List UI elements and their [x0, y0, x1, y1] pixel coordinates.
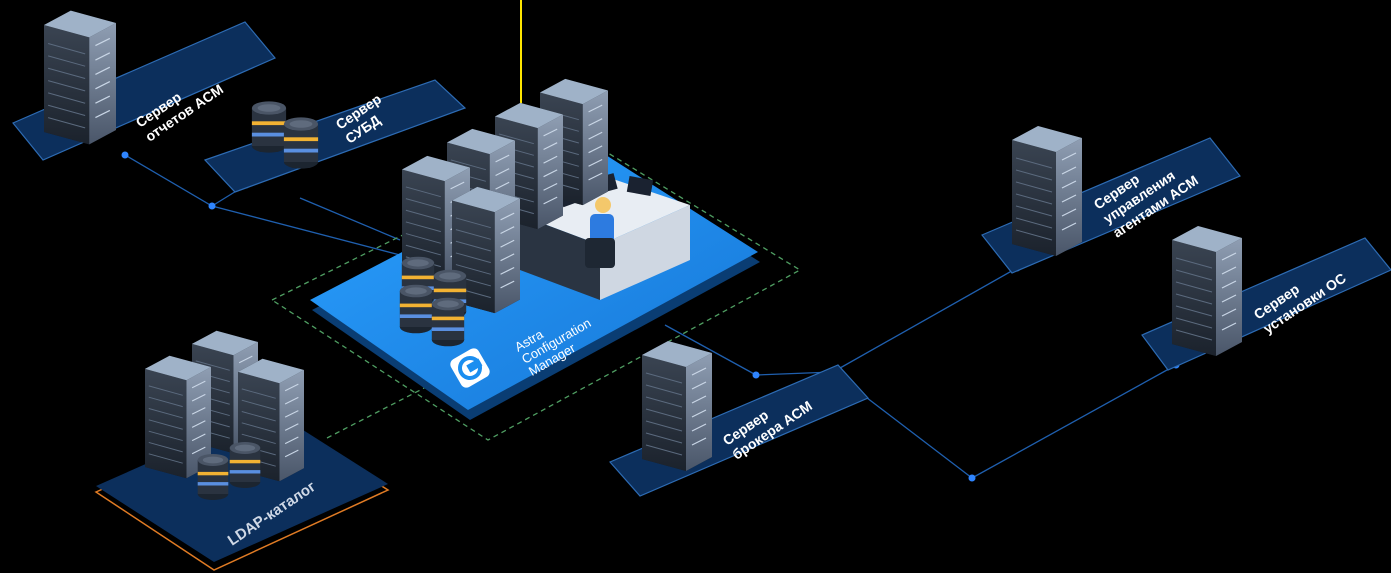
agent-mgmt-server-node: Сервер управления агентами ACM [981, 125, 1241, 274]
ldap-catalog-node: LDAP-каталог [94, 330, 390, 571]
link-bottom-to-os [971, 364, 1177, 479]
db-icon [399, 284, 433, 334]
connection-lines [124, 154, 1177, 479]
os-install-server-node: Сервер установки ОС [1141, 225, 1391, 371]
operator-icon [595, 197, 611, 213]
link-hub-to-broker [664, 324, 757, 376]
db-icon [229, 442, 261, 488]
broker-server-node: Сервер брокера ACM [608, 340, 870, 497]
db-icon [283, 117, 319, 169]
dbms-server-card [203, 79, 467, 193]
link-dbms-right [299, 197, 401, 241]
db-icon [431, 297, 465, 347]
monitor-icon [626, 176, 654, 196]
report-server-node: Сервер отчетов ACM [12, 10, 276, 161]
acm-hub-node: Astra Configuration Manager [310, 78, 760, 420]
acm-logo-icon [450, 348, 490, 388]
link-junction-to-agent [832, 267, 1018, 373]
db-icon [251, 101, 287, 153]
db-icon [197, 454, 229, 500]
